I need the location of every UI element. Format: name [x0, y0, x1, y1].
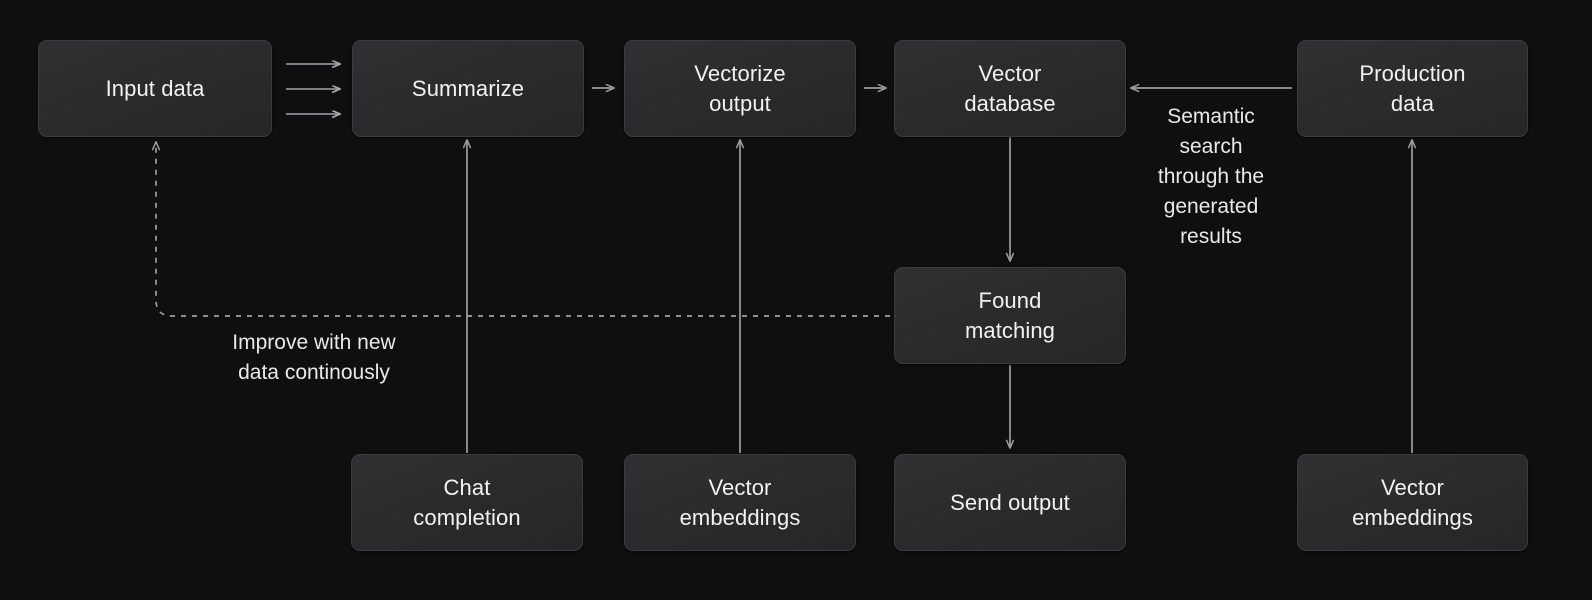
edge-label-semantic-search: Semantic search through the generated re…	[1157, 105, 1265, 248]
node-chat-completion[interactable]: Chat completion	[351, 454, 583, 551]
node-label: Summarize	[411, 75, 525, 101]
edge-found-to-input-feedback	[156, 142, 890, 317]
node-send-output[interactable]: Send output	[894, 454, 1126, 551]
node-vectorize-output[interactable]: Vectorize output	[624, 40, 856, 137]
node-label: Vector database	[964, 60, 1056, 116]
node-label: Production data	[1359, 60, 1466, 116]
node-label: Vectorize output	[694, 60, 786, 116]
edge-input-to-summarize	[286, 64, 340, 114]
node-found-matching[interactable]: Found matching	[894, 267, 1126, 364]
node-label: Found matching	[964, 287, 1056, 343]
node-production-data[interactable]: Production data	[1297, 40, 1528, 137]
node-vector-embeddings-right[interactable]: Vector embeddings	[1297, 454, 1528, 551]
node-label: Send output	[950, 489, 1070, 515]
node-label: Chat completion	[413, 474, 521, 530]
node-vector-database[interactable]: Vector database	[894, 40, 1126, 137]
edge-label-improve-loop: Improve with new data continously	[232, 331, 396, 384]
node-summarize[interactable]: Summarize	[352, 40, 584, 137]
node-label: Input data	[105, 75, 205, 101]
node-label: Vector embeddings	[1352, 474, 1473, 530]
node-input-data[interactable]: Input data	[38, 40, 272, 137]
node-label: Vector embeddings	[679, 474, 801, 530]
node-vector-embeddings-left[interactable]: Vector embeddings	[624, 454, 856, 551]
